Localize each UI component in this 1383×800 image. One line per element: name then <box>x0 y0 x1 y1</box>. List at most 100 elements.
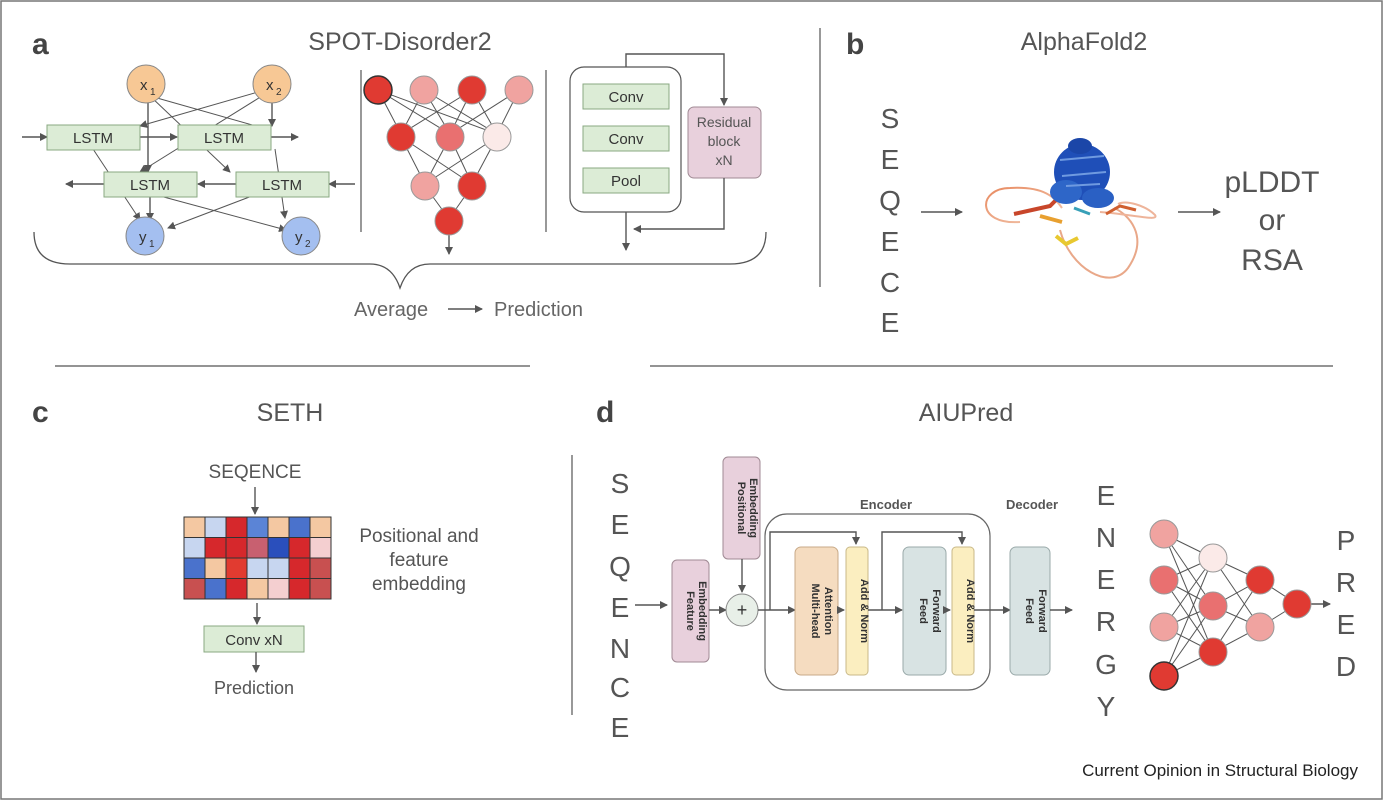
network-node <box>435 122 465 152</box>
feed-forward-label: Forward <box>1036 589 1048 632</box>
feed-forward-label: Feed <box>1023 598 1035 624</box>
network-node <box>363 75 393 105</box>
network-node <box>1198 543 1228 573</box>
network-node <box>482 122 512 152</box>
network-node <box>1198 637 1228 667</box>
positional-embedding-label: Positional <box>735 482 747 535</box>
conv-box <box>203 625 305 653</box>
heatmap-cell <box>288 537 311 559</box>
network-node <box>434 206 464 236</box>
network-node <box>1149 519 1179 549</box>
residual-label: Residual <box>697 114 751 130</box>
prediction-label: Prediction <box>494 299 583 321</box>
network-node <box>386 122 416 152</box>
energy-letter: E <box>1097 564 1116 595</box>
feature-embedding-label: Feature <box>684 591 696 631</box>
heatmap-cell <box>288 516 311 538</box>
protein-structure-image <box>985 138 1157 279</box>
positional-embedding-label: Embedding <box>747 478 759 538</box>
feed-forward-label: Feed <box>917 598 929 624</box>
feed-forward-label: Forward <box>930 589 942 632</box>
panel-d: d AIUPred S E Q E N C E Feature Embeddin… <box>571 396 1356 743</box>
panel-title: SETH <box>257 399 324 427</box>
network-node <box>410 171 440 201</box>
node-subscript: 2 <box>305 239 311 250</box>
decoder-feed-forward-box <box>1009 546 1051 676</box>
lstm-box: LSTM <box>177 124 272 151</box>
add-norm-box <box>845 546 869 676</box>
panel-title: AIUPred <box>919 399 1013 427</box>
heatmap-cell <box>204 557 227 579</box>
output-label: RSA <box>1241 244 1303 277</box>
residual-label: block <box>708 133 742 149</box>
heatmap-cell <box>309 578 332 600</box>
input-node-x2: x 2 <box>252 64 292 104</box>
heatmap-cell <box>288 557 311 579</box>
heatmap-cell <box>309 537 332 559</box>
node-subscript: 1 <box>150 87 156 98</box>
heatmap-cell <box>225 516 248 538</box>
heatmap-cell <box>204 537 227 559</box>
heatmap-cell <box>246 537 269 559</box>
conv-label: Conv <box>608 131 644 148</box>
lstm-box: LSTM <box>46 124 141 151</box>
lstm-box: LSTM <box>103 171 198 198</box>
output-label: pLDDT <box>1224 166 1319 199</box>
add-norm-label: Add & Norm <box>858 579 870 643</box>
average-label: Average <box>354 299 428 321</box>
heatmap-cell <box>183 578 206 600</box>
network-node <box>1245 565 1275 595</box>
heatmap-cell <box>267 537 290 559</box>
sequence-letters: S E Q E N C E <box>609 468 631 743</box>
heatmap-cell <box>267 578 290 600</box>
conv-box <box>582 83 670 110</box>
heatmap-cell <box>183 537 206 559</box>
add-norm-box <box>951 546 975 676</box>
sequence-letter: N <box>610 633 630 664</box>
panel-title: AlphaFold2 <box>1021 28 1147 56</box>
embedding-label: Positional and <box>359 526 478 547</box>
plus-symbol: + <box>737 600 748 620</box>
cnn-block: Conv Conv Pool Residual block xN <box>569 53 762 251</box>
network-node <box>1198 591 1228 621</box>
pred-letter: P <box>1337 525 1356 556</box>
node-label: y <box>139 229 147 246</box>
panel-letter: d <box>596 396 614 429</box>
conv-label: Conv xN <box>225 632 283 649</box>
panel-b: b AlphaFold2 S E Q E C E pL <box>819 28 1320 338</box>
energy-letters: E N E R G Y <box>1095 480 1117 722</box>
conv-box <box>582 125 670 152</box>
panel-a: a SPOT-Disorder2 x 1 <box>22 28 767 321</box>
heatmap-cell <box>246 516 269 538</box>
energy-letter: G <box>1095 649 1117 680</box>
heatmap-cell <box>267 557 290 579</box>
sequence-letter: E <box>611 509 630 540</box>
lstm-connections <box>22 91 355 233</box>
node-label: y <box>295 229 303 246</box>
heatmap-cell <box>225 537 248 559</box>
lstm-label: LSTM <box>204 130 244 147</box>
embedding-label: feature <box>389 550 448 571</box>
node-label: x <box>140 77 148 94</box>
heatmap-cell <box>204 578 227 600</box>
panel-letter: b <box>846 28 864 61</box>
pool-label: Pool <box>611 173 641 190</box>
sequence-letter: E <box>611 592 630 623</box>
lstm-label: LSTM <box>130 177 170 194</box>
pred-letter: E <box>1337 609 1356 640</box>
panel-letter: a <box>32 28 49 61</box>
lstm-box: LSTM <box>235 171 330 198</box>
node-subscript: 1 <box>149 239 155 250</box>
embedding-label: embedding <box>372 574 466 595</box>
heatmap-cell <box>309 516 332 538</box>
heatmap-cell <box>246 578 269 600</box>
sequence-letter: S <box>611 468 630 499</box>
sequence-letters: S E Q E C E <box>879 103 901 338</box>
energy-letter: N <box>1096 522 1116 553</box>
feature-embedding-box <box>671 559 710 663</box>
heatmap-cell <box>309 557 332 579</box>
heatmap-cell <box>225 578 248 600</box>
node-label: x <box>266 77 274 94</box>
heatmap-cell <box>225 557 248 579</box>
output-node-y1: y 1 <box>125 216 165 256</box>
